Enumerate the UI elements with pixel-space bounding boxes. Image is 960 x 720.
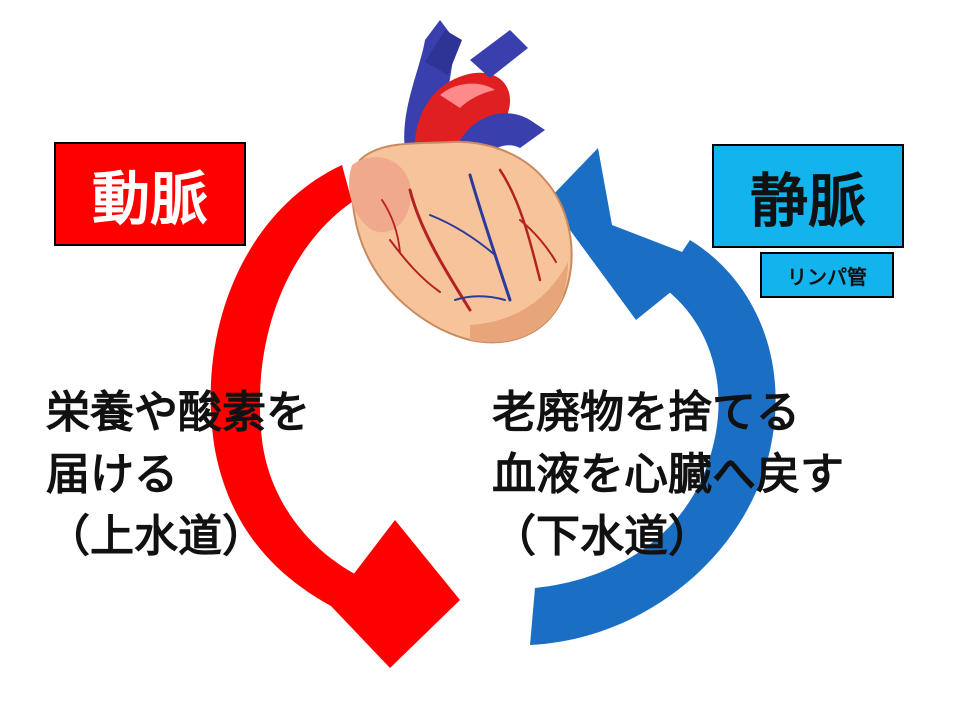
vein-description-line: （下水道） (492, 511, 712, 562)
coronary-vessel (429, 214, 496, 256)
vessel-top-left (425, 30, 462, 75)
vein-description-line: 老廃物を捨てる (492, 387, 800, 438)
coronary-vessel (468, 173, 512, 302)
artery-description-line: 届ける (46, 449, 178, 500)
artery-label-box: 動脈 (54, 142, 246, 246)
coronary-vessel (498, 168, 542, 282)
artery-description-line: （上水道） (46, 511, 266, 562)
coronary-vessel (454, 295, 506, 301)
right-atrium (349, 157, 411, 233)
artery-arrow (210, 165, 460, 668)
artery-description: 栄養や酸素を 届ける （上水道） (46, 382, 310, 568)
vein-arrow (530, 148, 776, 645)
artery-description-line: 栄養や酸素を (46, 387, 310, 438)
coronary-vessel (381, 199, 401, 253)
vessel-top-right (470, 30, 528, 78)
coronary-vessel (389, 239, 441, 293)
heart-illustration (349, 20, 573, 344)
heart-shading (470, 262, 568, 343)
vein-description-line: 血液を心臓へ戻す (492, 449, 844, 500)
coronary-vessel (519, 219, 557, 263)
vein-arrowhead (548, 148, 708, 320)
vein-label: 静脈 (749, 167, 866, 235)
artery-label: 動脈 (91, 165, 208, 233)
artery-arrow-body (210, 165, 378, 620)
vein-description: 老廃物を捨てる 血液を心臓へ戻す （下水道） (492, 382, 844, 568)
artery-arrowhead (330, 520, 460, 668)
coronary-vessel (408, 188, 472, 312)
aorta-highlight (440, 83, 495, 108)
lymph-label-box: リンパ管 (760, 252, 894, 298)
vein-label-box: 静脈 (712, 144, 904, 248)
lymph-label: リンパ管 (787, 264, 867, 289)
vein-arrow-body (530, 240, 776, 645)
